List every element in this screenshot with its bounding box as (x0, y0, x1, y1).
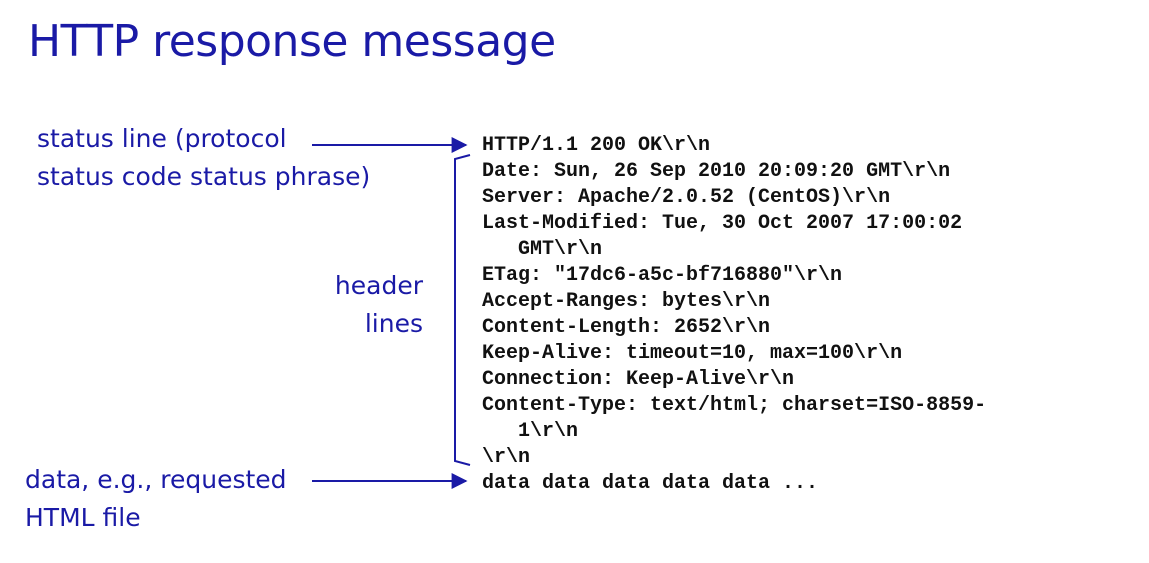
header-line-last-modified-cont: GMT\r\n (518, 238, 603, 261)
data-label-line-1: data, e.g., requested (25, 465, 287, 494)
status-line-label-line-2: status code status phrase) (37, 162, 371, 191)
header-line-accept-ranges: Accept-Ranges: bytes\r\n (482, 290, 771, 313)
header-line-content-type: Content-Type: text/html; charset=ISO-885… (482, 394, 987, 417)
header-lines-label: header lines (318, 267, 423, 343)
header-lines-bracket (454, 154, 471, 466)
header-line-content-length: Content-Length: 2652\r\n (482, 316, 771, 339)
data-label: data, e.g., requested HTML file (25, 461, 287, 537)
header-line-connection: Connection: Keep-Alive\r\n (482, 368, 795, 391)
header-line-date: Date: Sun, 26 Sep 2010 20:09:20 GMT\r\n (482, 160, 951, 183)
status-line-label: status line (protocol status code status… (37, 120, 370, 196)
header-lines-label-line-1: header (334, 271, 423, 300)
body-data: data data data data data ... (482, 472, 819, 495)
header-line-server: Server: Apache/2.0.52 (CentOS)\r\n (482, 186, 891, 209)
header-line-keep-alive: Keep-Alive: timeout=10, max=100\r\n (482, 342, 903, 365)
data-label-line-2: HTML file (25, 503, 141, 532)
header-lines-label-line-2: lines (364, 309, 423, 338)
header-line-last-modified: Last-Modified: Tue, 30 Oct 2007 17:00:02 (482, 212, 963, 235)
header-line-etag: ETag: "17dc6-a5c-bf716880"\r\n (482, 264, 843, 287)
slide-title: HTTP response message (28, 16, 556, 67)
http-response-text: HTTP/1.1 200 OK\r\n Date: Sun, 26 Sep 20… (482, 133, 986, 497)
blank-line: \r\n (482, 446, 531, 469)
header-line-content-type-cont: 1\r\n (518, 420, 579, 443)
status-line: HTTP/1.1 200 OK\r\n (482, 134, 711, 157)
status-line-label-line-1: status line (protocol (37, 124, 287, 153)
